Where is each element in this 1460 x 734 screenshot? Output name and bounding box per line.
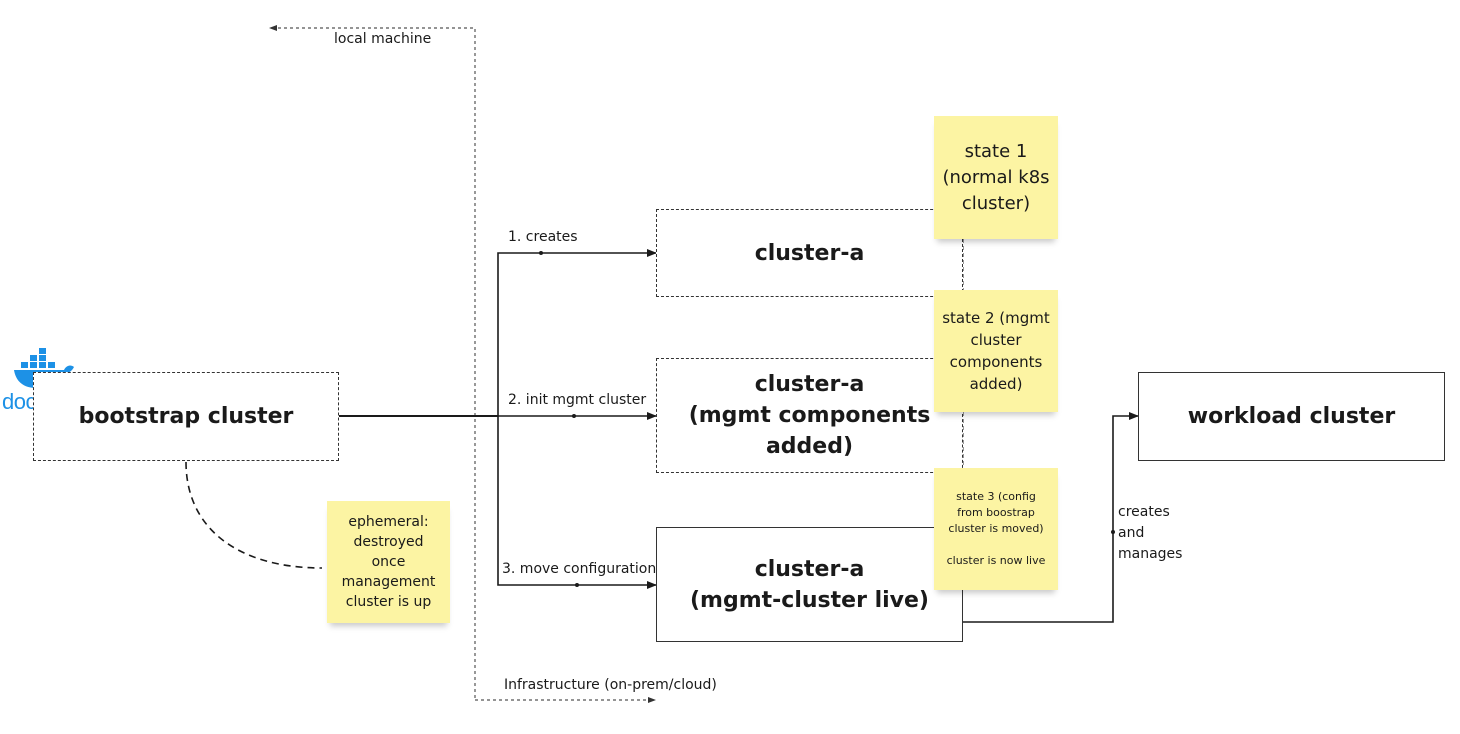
bootstrap-cluster-title: bootstrap cluster [78, 404, 294, 429]
state-3-note[interactable]: state 3 (config from boostrap cluster is… [934, 468, 1058, 590]
ephemeral-connector [185, 461, 323, 569]
state-3-line-3: cluster is moved) [948, 522, 1044, 535]
state-1-line-3: cluster) [961, 192, 1031, 214]
state-2-line-4: added) [969, 375, 1023, 393]
ephemeral-note[interactable]: ephemeral: destroyed once management clu… [327, 501, 450, 623]
cluster-a-mgmt-line-2: (mgmt components [688, 403, 931, 428]
edge-label-move: 3. move configuration [502, 561, 657, 577]
cluster-a-live-line-2: (mgmt-cluster live) [690, 587, 929, 613]
ephemeral-line-5: cluster is up [345, 594, 432, 610]
cluster-a-mgmt-box[interactable]: cluster-a (mgmt components added) [656, 358, 963, 473]
edge-creates [497, 249, 657, 416]
ephemeral-line-4: management [341, 574, 436, 590]
cluster-a-title: cluster-a [754, 240, 865, 266]
ephemeral-line-2: destroyed [353, 534, 424, 550]
edge-move [497, 416, 657, 589]
infrastructure-label: Infrastructure (on-prem/cloud) [504, 677, 717, 693]
cluster-a-live-line-1: cluster-a [754, 556, 865, 582]
state-3-line-1: state 3 (config [956, 490, 1036, 503]
cluster-a-mgmt-line-3: added) [765, 434, 854, 459]
state-2-line-3: components [949, 353, 1043, 371]
manages-line-2: and [1118, 525, 1145, 541]
state-1-note[interactable]: state 1 (normal k8s cluster) [934, 116, 1058, 239]
cluster-a-live-box[interactable]: cluster-a (mgmt-cluster live) [656, 527, 963, 642]
local-machine-label: local machine [334, 31, 432, 47]
state-2-note[interactable]: state 2 (mgmt cluster components added) [934, 290, 1058, 412]
state-3-line-5: cluster is now live [946, 554, 1046, 567]
state-2-line-1: state 2 (mgmt [942, 309, 1050, 327]
cluster-a-normal-box[interactable]: cluster-a [656, 209, 963, 297]
ephemeral-line-3: once [371, 554, 406, 570]
edge-label-creates: 1. creates [508, 229, 578, 245]
manages-line-1: creates [1118, 504, 1170, 520]
edge-label-init: 2. init mgmt cluster [508, 392, 647, 408]
ephemeral-line-1: ephemeral: [348, 514, 429, 530]
boundary-line [269, 25, 656, 703]
workload-cluster-title: workload cluster [1187, 404, 1396, 429]
cluster-a-mgmt-line-1: cluster-a [754, 372, 865, 397]
manages-line-3: manages [1118, 546, 1183, 562]
edge-label-manages: creates and manages [1118, 502, 1182, 565]
state-1-line-1: state 1 [964, 140, 1028, 162]
bootstrap-cluster-box[interactable]: bootstrap cluster [33, 372, 339, 461]
state-1-line-2: (normal k8s [942, 166, 1050, 188]
state-3-line-2: from boostrap [957, 506, 1035, 519]
workload-cluster-box[interactable]: workload cluster [1138, 372, 1445, 461]
edge-manages [962, 412, 1139, 623]
state-2-line-2: cluster [970, 331, 1022, 349]
